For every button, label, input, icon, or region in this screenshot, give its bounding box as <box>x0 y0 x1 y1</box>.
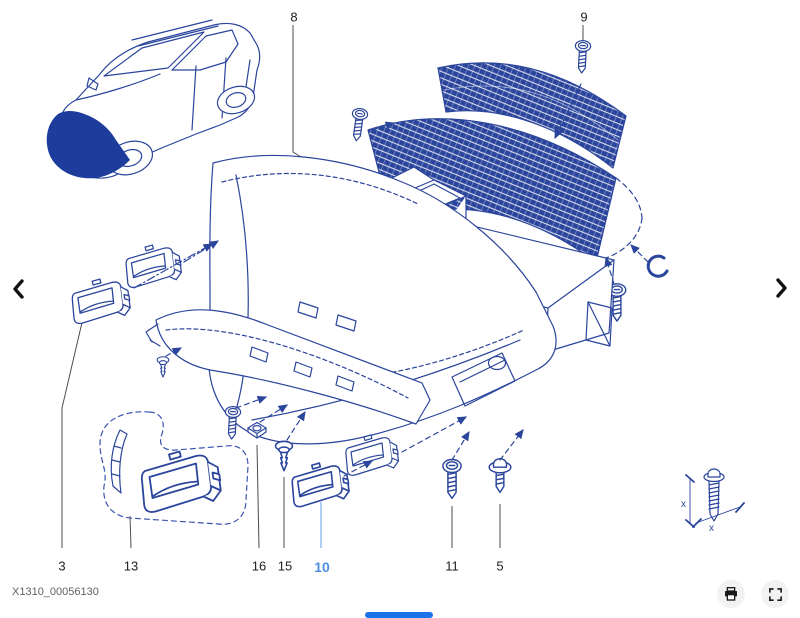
part-label-11[interactable]: 11 <box>445 558 459 574</box>
part-label-3[interactable]: 3 <box>58 558 66 574</box>
highlighted-bumper-zone <box>46 110 130 179</box>
print-button[interactable] <box>717 580 745 608</box>
part-label-16[interactable]: 16 <box>251 558 267 574</box>
part-rivet-15[interactable] <box>274 440 294 472</box>
horizontal-scrollbar-thumb[interactable] <box>365 612 433 618</box>
part-upper-grille[interactable] <box>437 62 627 169</box>
part-rivet-small[interactable] <box>156 356 170 378</box>
part-group-13[interactable] <box>99 411 249 525</box>
part-c-clip[interactable] <box>646 254 669 278</box>
part-skid-plate[interactable] <box>145 309 431 425</box>
dimension-inset: x x <box>681 468 745 534</box>
car-thumbnail <box>46 19 261 179</box>
prev-page-button[interactable] <box>6 274 32 304</box>
part-label-5[interactable]: 5 <box>496 558 504 574</box>
fullscreen-button[interactable] <box>761 580 789 608</box>
part-fog-lamp-left-lower[interactable] <box>71 278 131 325</box>
part-screw-5[interactable] <box>488 457 512 494</box>
dimension-mark-x1: x <box>681 499 686 510</box>
part-screw-11[interactable] <box>442 458 462 500</box>
part-fog-lamp-left-upper[interactable] <box>125 244 182 289</box>
assembly-arrows <box>165 83 649 477</box>
fullscreen-icon <box>768 587 782 601</box>
part-label-15[interactable]: 15 <box>277 558 293 574</box>
figure-code: X1310_00056130 <box>12 586 99 598</box>
part-label-10-highlighted[interactable]: 10 <box>314 559 330 575</box>
part-label-13[interactable]: 13 <box>123 558 139 574</box>
dimension-mark-x2: x <box>709 523 714 534</box>
part-screw-9[interactable] <box>573 39 592 74</box>
print-icon <box>725 587 737 601</box>
part-screw-8-area[interactable] <box>348 106 369 143</box>
alignment-lines <box>133 240 220 289</box>
part-fog-lamp-center[interactable] <box>345 434 400 476</box>
part-label-8[interactable]: 8 <box>290 9 298 25</box>
chevron-left-icon <box>13 279 24 299</box>
part-label-9[interactable]: 9 <box>580 9 588 25</box>
part-fog-lamp-10[interactable] <box>291 462 350 508</box>
chevron-right-icon <box>776 278 787 298</box>
next-page-button[interactable] <box>768 273 794 303</box>
